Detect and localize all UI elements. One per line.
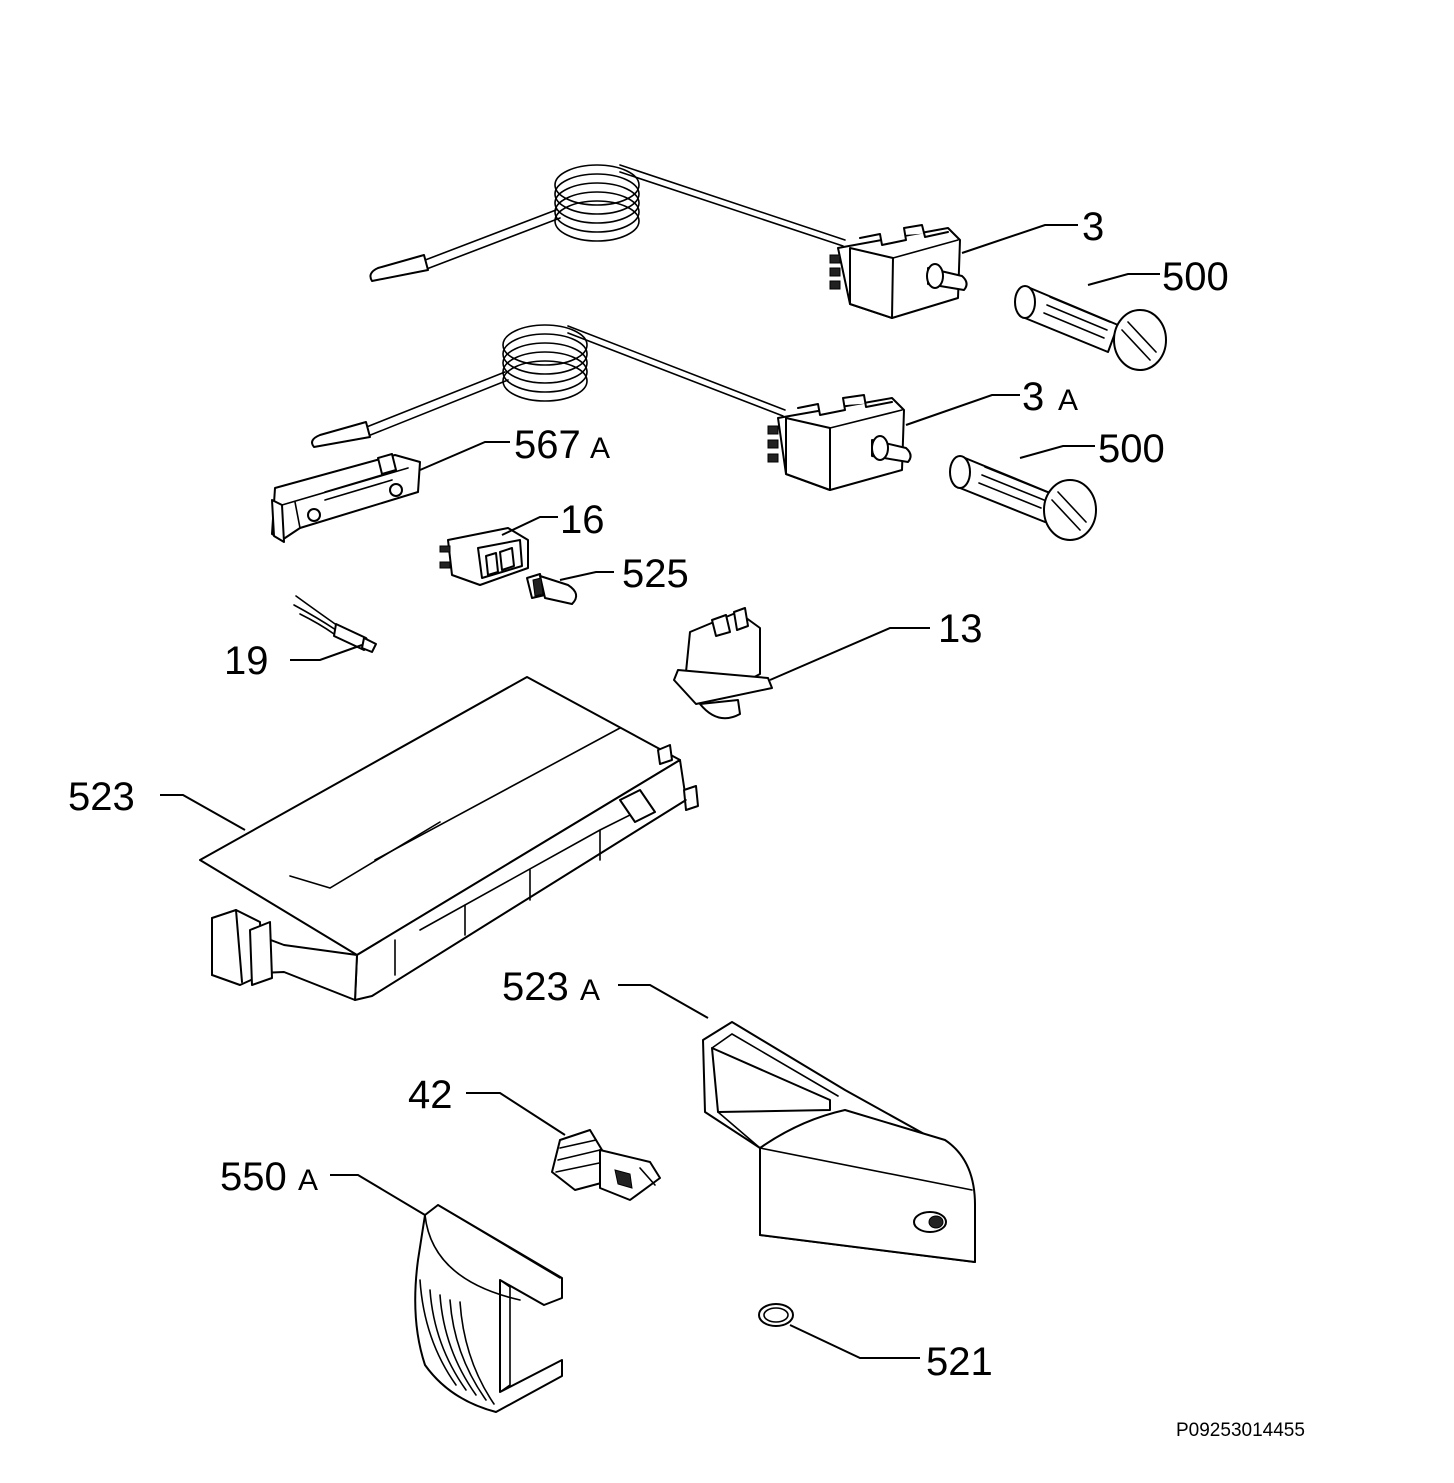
- part-523A-cover: [702, 1021, 976, 1263]
- label-3: 3: [1082, 205, 1104, 249]
- part-521-ring: [758, 1303, 794, 1327]
- label-521: 521: [926, 1340, 993, 1384]
- label-567A-number: 567: [514, 423, 581, 467]
- label-42: 42: [408, 1073, 453, 1117]
- part-525-lamp: [526, 573, 578, 605]
- drawing-code: P09253014455: [1176, 1420, 1305, 1441]
- label-500-upper: 500: [1162, 255, 1229, 299]
- part-500-knob-upper: [1014, 285, 1167, 371]
- label-550A-number: 550: [220, 1155, 287, 1199]
- label-523A-suffix: A: [580, 974, 600, 1007]
- part-3-thermostat: [369, 164, 968, 319]
- label-550A-suffix: A: [298, 1164, 318, 1197]
- part-500-knob-lower: [949, 455, 1097, 541]
- part-labels: 3 500 3 A 500 567 A 16 525 13 19 523 523…: [68, 205, 1305, 1441]
- label-13: 13: [938, 607, 983, 651]
- label-3A-suffix: A: [1058, 384, 1078, 417]
- part-523-housing: [199, 676, 699, 1001]
- leader-lines: [160, 224, 1160, 1359]
- part-550A-endcap: [414, 1204, 563, 1413]
- label-567A-suffix: A: [590, 432, 610, 465]
- part-19-cable: [293, 595, 377, 653]
- label-500-lower: 500: [1098, 427, 1165, 471]
- label-525: 525: [622, 552, 689, 596]
- part-42-lampholder: [551, 1129, 661, 1201]
- part-567A-bracket: [271, 453, 421, 543]
- label-3A-number: 3: [1022, 375, 1044, 419]
- label-16: 16: [560, 498, 605, 542]
- label-523A-number: 523: [502, 965, 569, 1009]
- label-19: 19: [224, 639, 269, 683]
- part-13-switch: [673, 607, 773, 720]
- part-3A-thermostat: [311, 324, 912, 491]
- part-16-switch: [439, 527, 529, 586]
- label-523: 523: [68, 775, 135, 819]
